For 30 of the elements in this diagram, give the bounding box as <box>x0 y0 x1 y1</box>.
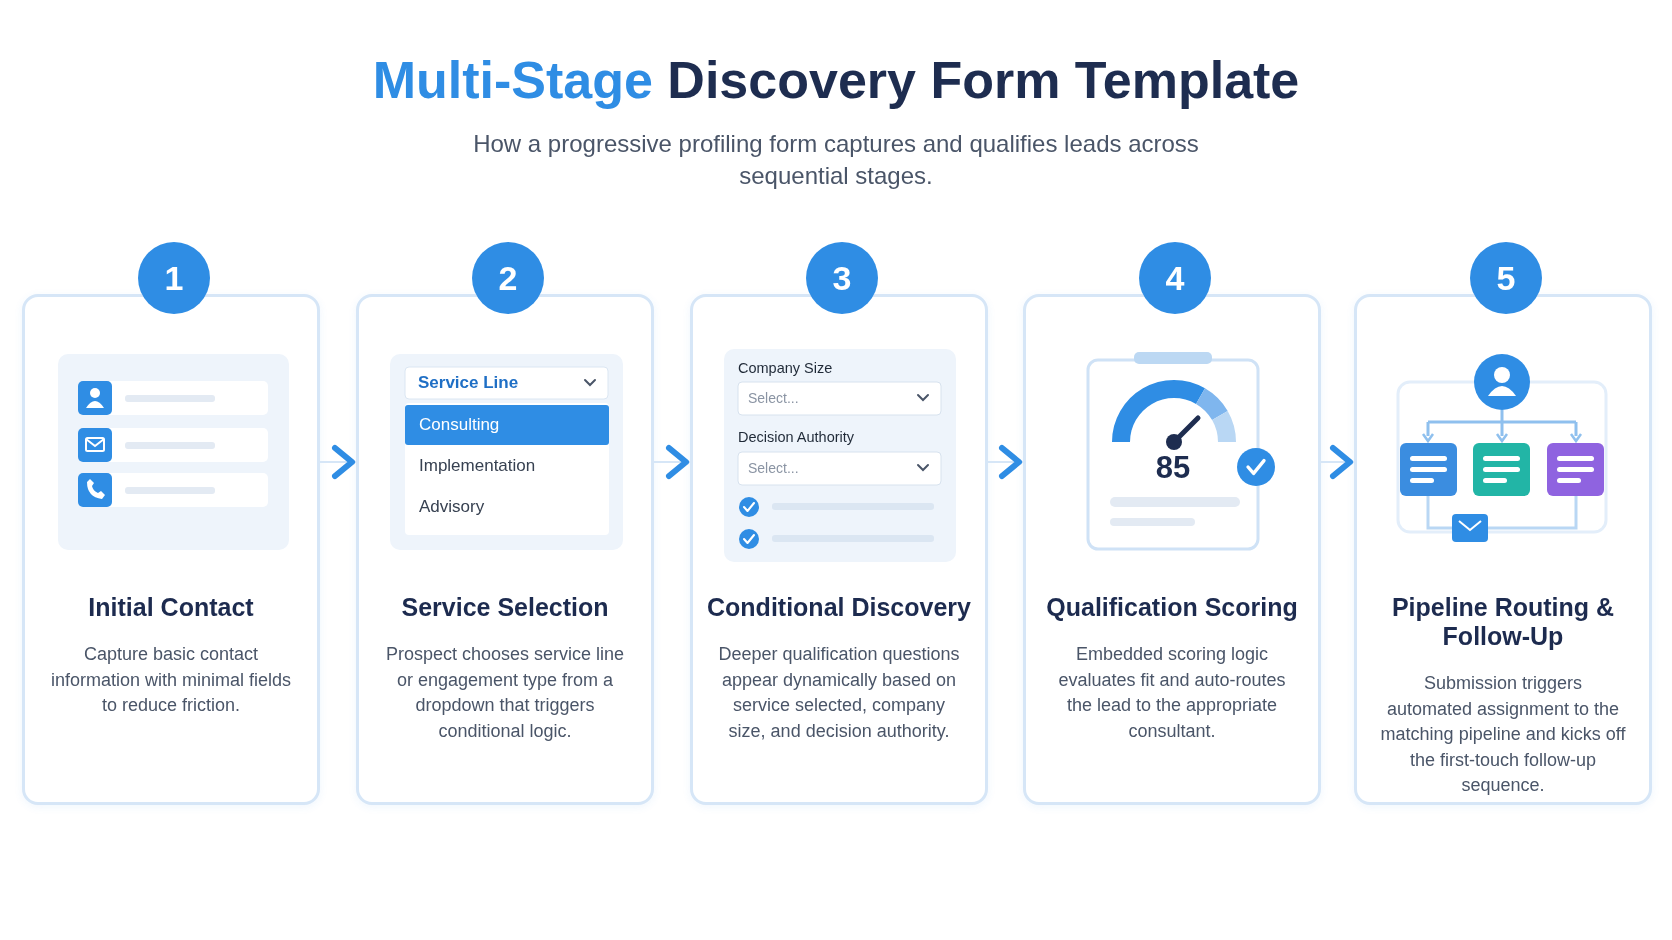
field-label: Company Size <box>738 359 833 378</box>
step-number: 2 <box>472 242 544 314</box>
step-number: 4 <box>1139 242 1211 314</box>
score-value: 85 <box>1154 451 1192 485</box>
field-label: Decision Authority <box>738 428 855 447</box>
step-heading: Pipeline Routing & Follow-Up <box>1390 593 1616 651</box>
step-number: 1 <box>138 242 210 314</box>
step-description: Prospect chooses service line or engagement type from a dropdown that triggers conditional logic. <box>384 643 626 743</box>
dropdown-label: Service Line <box>418 373 519 393</box>
title: Multi-Stage Discovery Form Template <box>371 50 1301 110</box>
step-heading: Conditional Discovery <box>706 593 972 622</box>
dropdown-option: Implementation <box>419 456 536 476</box>
step-number: 3 <box>806 242 878 314</box>
step-heading: Service Selection <box>400 593 610 622</box>
arrow <box>1320 445 1355 479</box>
step-description: Embedded scoring logic evaluates fit and auto-routes the lead to the appropriate consultant. <box>1057 643 1287 743</box>
arrow <box>987 445 1024 479</box>
step-heading: Qualification Scoring <box>1045 593 1299 622</box>
arrow <box>319 445 357 479</box>
step-description: Capture basic contact information with minimal fields to reduce friction. <box>49 643 293 718</box>
arrow <box>653 445 691 479</box>
dropdown-option: Advisory <box>419 497 485 517</box>
select-placeholder: Select... <box>748 459 799 478</box>
selected-option: Consulting <box>405 405 609 445</box>
step-heading: Initial Contact <box>87 593 255 622</box>
step-number: 5 <box>1470 242 1542 314</box>
subtitle: How a progressive profiling form captures and qualifies leads across sequential stages. <box>472 129 1200 191</box>
step-description: Submission triggers automated assignment to the matching pipeline and kicks off the first-touch follow-up sequence. <box>1379 672 1627 798</box>
step-description: Deeper qualification questions appear dynamically based on service selected, company size, and decision authority. <box>717 643 961 743</box>
select-placeholder: Select... <box>748 389 799 408</box>
